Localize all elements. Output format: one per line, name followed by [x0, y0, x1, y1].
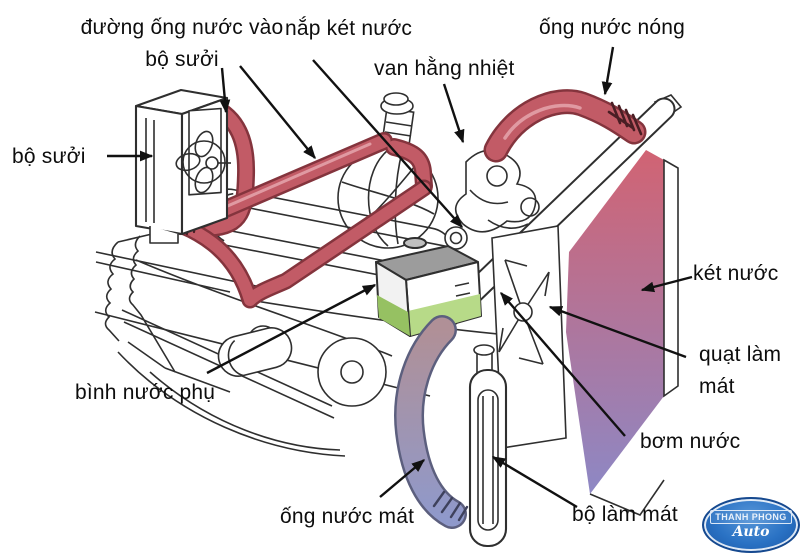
label-hot-water-pipe: ống nước nóng — [539, 16, 686, 39]
thanh-phong-auto-logo: THANH PHONG Auto — [702, 497, 800, 553]
arrow-hot-pipe — [601, 46, 615, 96]
cool-hose — [394, 315, 469, 529]
arrow-fan — [548, 305, 687, 359]
label-cool-water-pipe: ống nước mát — [280, 505, 415, 528]
arrow-reservoir — [206, 283, 377, 375]
arrow-pump — [500, 291, 626, 437]
leader-arrows — [107, 46, 693, 509]
arrow-cooler — [491, 455, 578, 509]
heater-box — [134, 88, 231, 244]
label-thermostat: van hằng nhiệt — [374, 57, 515, 80]
label-radiator-cap: nắp két nước — [285, 17, 413, 40]
label-water-pump: bơm nước — [640, 430, 741, 453]
radiator-side-tank — [663, 158, 679, 398]
arrow-radiator — [640, 275, 693, 293]
label-heater-inlet-pipe: đường ống nước vào bộ sưởi — [80, 16, 284, 71]
arrow-heater-inlet-2 — [239, 65, 316, 160]
logo-text-bottom: Auto — [732, 523, 770, 540]
arrow-heater-inlet-1 — [219, 67, 231, 114]
cooler-cylinder — [468, 344, 508, 548]
label-heater: bộ sưởi — [12, 145, 86, 168]
logo-text-top: THANH PHONG — [710, 509, 792, 524]
arrow-cool-pipe — [379, 459, 426, 498]
reservoir — [375, 237, 482, 337]
radiator-group — [566, 94, 683, 516]
arrow-radiator-cap — [312, 59, 463, 229]
label-radiator: két nước — [693, 262, 779, 285]
arrow-thermostat — [442, 83, 465, 144]
label-cooler: bộ làm mát — [572, 503, 678, 526]
label-reservoir: bình nước phụ — [75, 381, 216, 404]
radiator-lower-outline — [589, 479, 665, 516]
radiator-core — [566, 150, 664, 494]
label-cooling-fan: quạt làm mát — [699, 343, 782, 398]
fan-blades — [498, 259, 550, 365]
